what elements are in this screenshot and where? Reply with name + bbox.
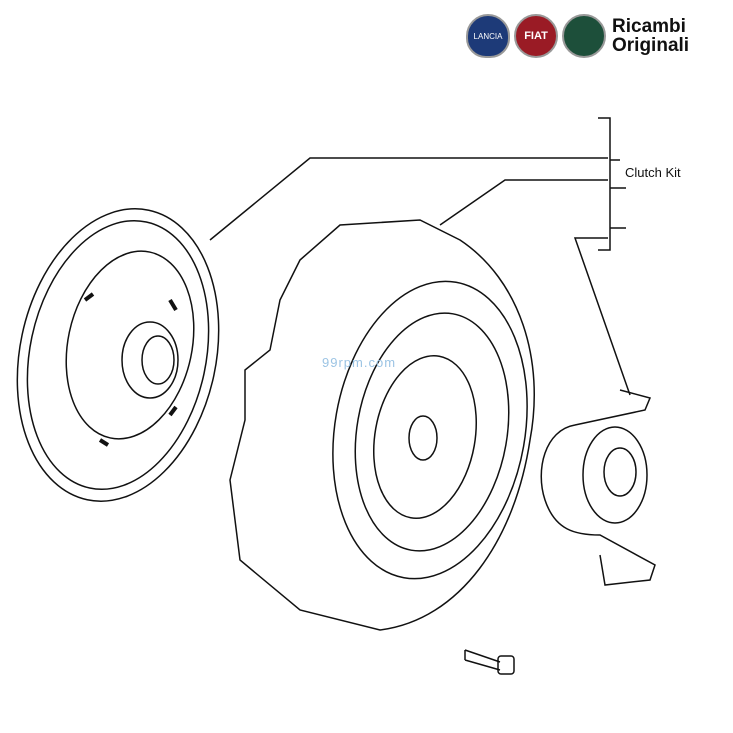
alfa-romeo-logo bbox=[562, 14, 606, 58]
watermark: 99rpm.com bbox=[322, 355, 397, 370]
release-bearing bbox=[540, 389, 656, 586]
brand-line2: Originali bbox=[612, 35, 690, 56]
brand-line1: Ricambi bbox=[612, 16, 686, 37]
bolt bbox=[464, 649, 515, 675]
clutch-kit-label: Clutch Kit bbox=[625, 165, 681, 180]
callout-lines bbox=[209, 117, 631, 396]
lancia-logo: LANCIA bbox=[466, 14, 510, 58]
brand-text: Ricambi Originali bbox=[612, 17, 689, 55]
fiat-logo: FIAT bbox=[514, 14, 558, 58]
brand-header: LANCIA FIAT Ricambi Originali bbox=[466, 14, 689, 58]
clutch-disc bbox=[16, 208, 220, 502]
pressure-plate bbox=[229, 219, 536, 631]
